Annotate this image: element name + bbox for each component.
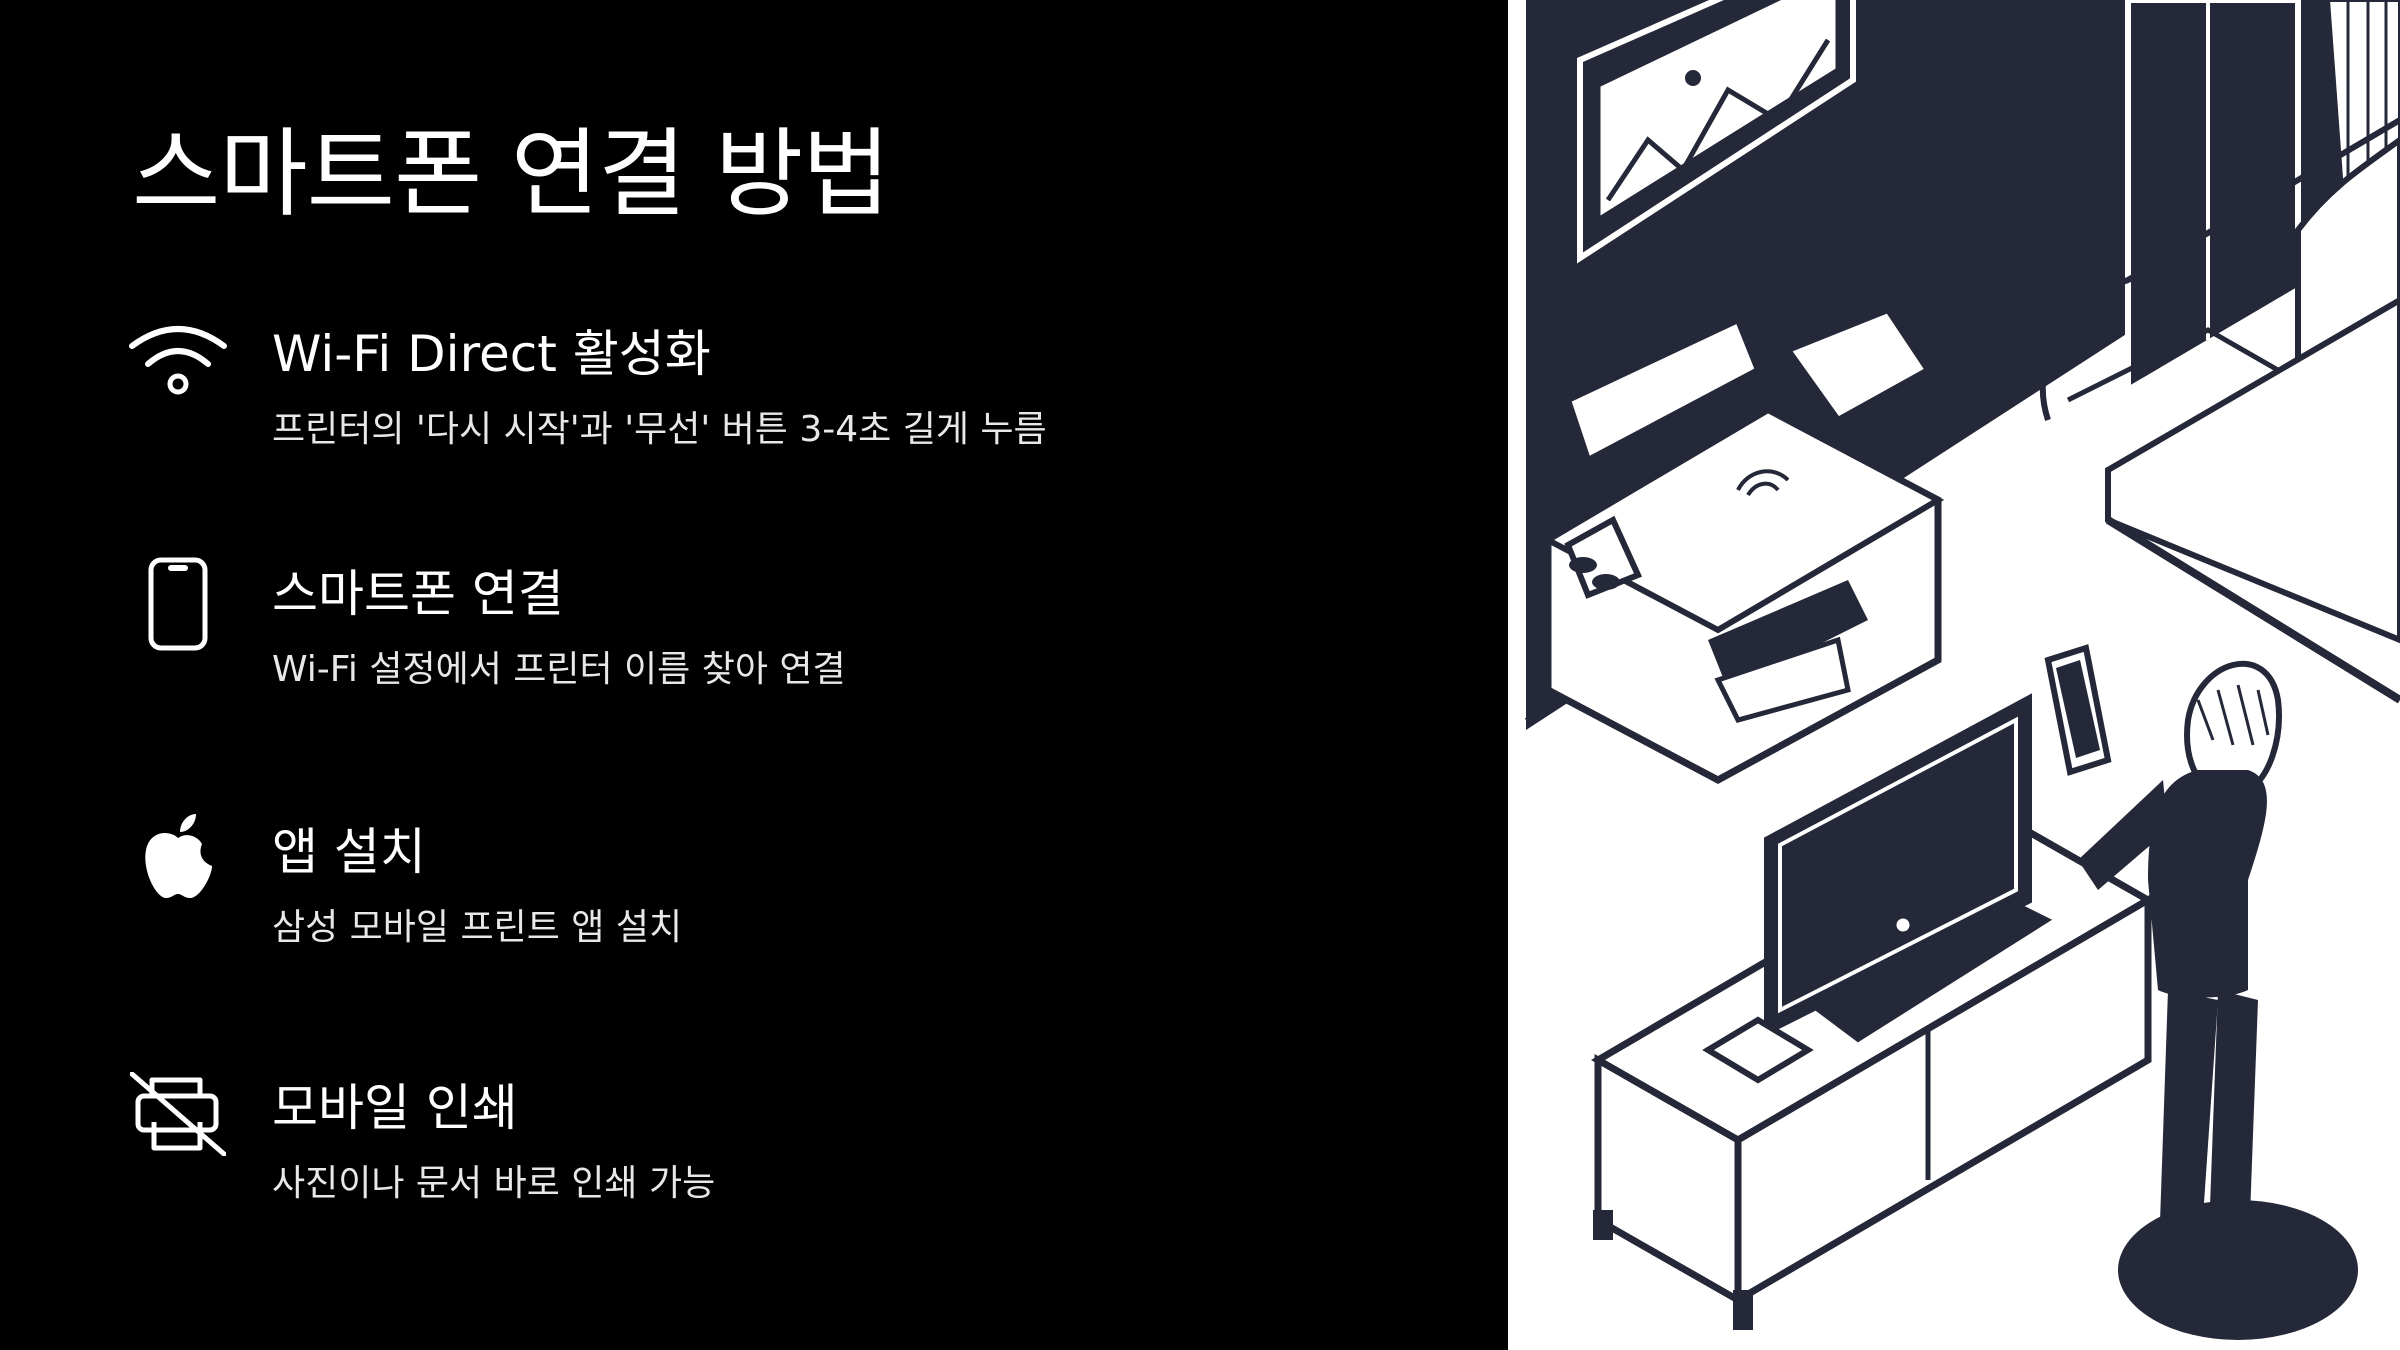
step-smartphone-connect: 스마트폰 연결 Wi-Fi 설정에서 프린터 이름 찾아 연결 <box>0 548 1460 748</box>
step-title: Wi-Fi Direct 활성화 <box>272 325 711 383</box>
printer-off-icon <box>126 1062 230 1166</box>
printer-room-illustration <box>1508 0 2400 1350</box>
slide-title: 스마트폰 연결 방법 <box>132 118 891 230</box>
step-title: 스마트폰 연결 <box>272 565 564 623</box>
step-mobile-print: 모바일 인쇄 사진이나 문서 바로 인쇄 가능 <box>0 1062 1460 1262</box>
apple-icon <box>126 806 230 910</box>
step-title: 앱 설치 <box>272 823 426 881</box>
step-title: 모바일 인쇄 <box>272 1079 518 1137</box>
step-description: Wi-Fi 설정에서 프린터 이름 찾아 연결 <box>272 649 846 690</box>
step-app-install: 앱 설치 삼성 모바일 프린트 앱 설치 <box>0 806 1460 1006</box>
step-description: 사진이나 문서 바로 인쇄 가능 <box>272 1163 716 1204</box>
step-description: 프린터의 '다시 시작'과 '무선' 버튼 3-4초 길게 누름 <box>272 409 1047 450</box>
smartphone-icon <box>126 552 230 656</box>
wifi-icon <box>126 308 230 412</box>
step-description: 삼성 모바일 프린트 앱 설치 <box>272 907 683 948</box>
content-panel: 스마트폰 연결 방법 Wi-Fi Direct 활성화 프린터의 '다시 시작'… <box>0 118 1460 1262</box>
step-wifi-direct: Wi-Fi Direct 활성화 프린터의 '다시 시작'과 '무선' 버튼 3… <box>0 308 1460 508</box>
